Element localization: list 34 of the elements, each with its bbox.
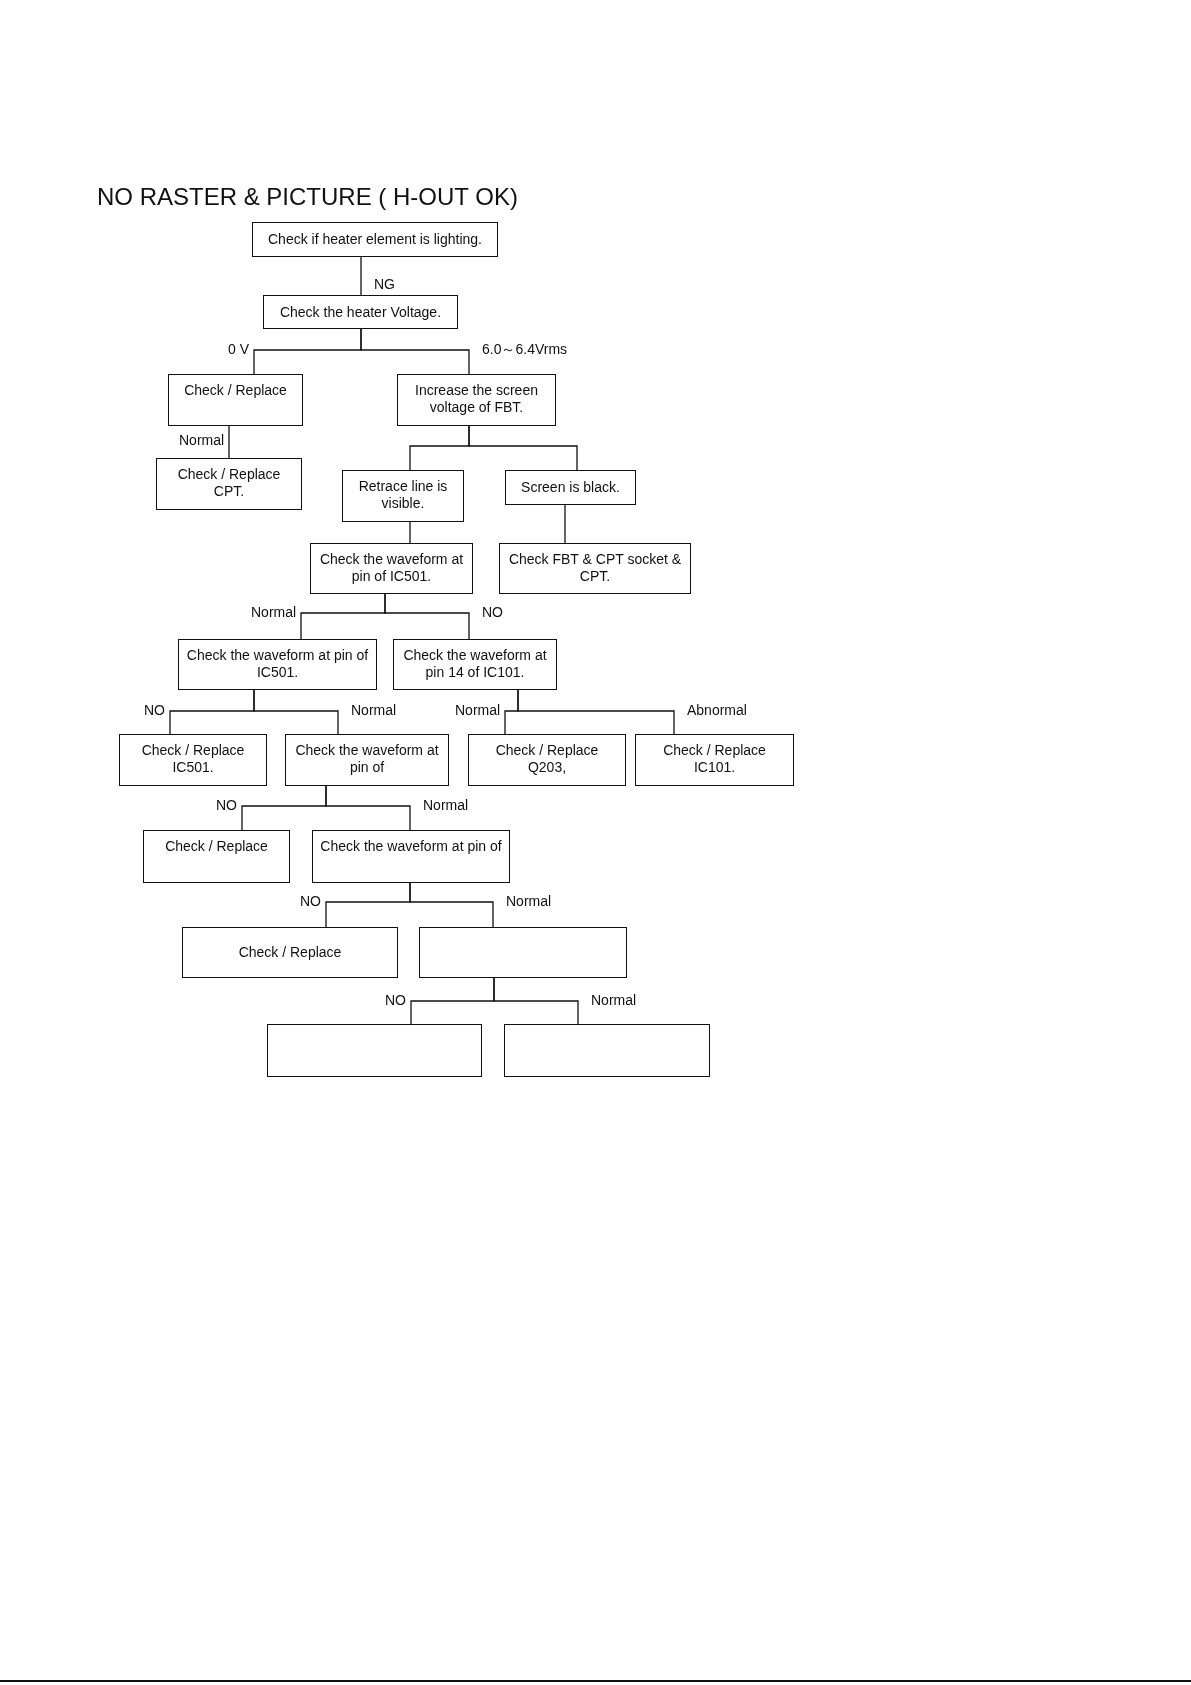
connector-line <box>228 425 230 459</box>
empty-box <box>267 1024 482 1077</box>
connector-line <box>564 504 566 544</box>
process-box: Check the waveform at pin 14 of IC101. <box>393 639 557 690</box>
empty-box <box>419 927 627 978</box>
connector-line <box>517 689 675 735</box>
process-box: Retrace line is visible. <box>342 470 464 522</box>
process-box: Check the waveform at pin of IC501. <box>310 543 473 594</box>
connector-line <box>253 689 339 735</box>
connector-line <box>493 977 579 1025</box>
connector-line <box>468 425 578 471</box>
process-box: Check / Replace Q203, <box>468 734 626 786</box>
process-box: Check if heater element is lighting. <box>252 222 498 257</box>
process-box: Check / Replace <box>143 830 290 883</box>
process-box: Check / Replace CPT. <box>156 458 302 510</box>
process-box: Check the waveform at pin of IC501. <box>178 639 377 690</box>
diagram-title: NO RASTER & PICTURE ( H-OUT OK) <box>97 183 518 211</box>
process-box: Check / Replace <box>168 374 303 426</box>
connector-line <box>360 256 362 296</box>
connector-line <box>360 328 470 375</box>
process-box: Check the waveform at pin of <box>312 830 510 883</box>
connector-line <box>409 521 411 544</box>
empty-box <box>504 1024 710 1077</box>
process-box: Screen is black. <box>505 470 636 505</box>
connector-line <box>384 593 470 640</box>
process-box: Check / Replace IC501. <box>119 734 267 786</box>
process-box: Check FBT & CPT socket & CPT. <box>499 543 691 594</box>
process-box: Increase the screen voltage of FBT. <box>397 374 556 426</box>
process-box: Check the waveform at pin of <box>285 734 449 786</box>
process-box: Check / Replace <box>182 927 398 978</box>
process-box: Check the heater Voltage. <box>263 295 458 329</box>
process-box: Check / Replace IC101. <box>635 734 794 786</box>
connector-line <box>325 785 411 831</box>
connector-line <box>409 882 494 928</box>
